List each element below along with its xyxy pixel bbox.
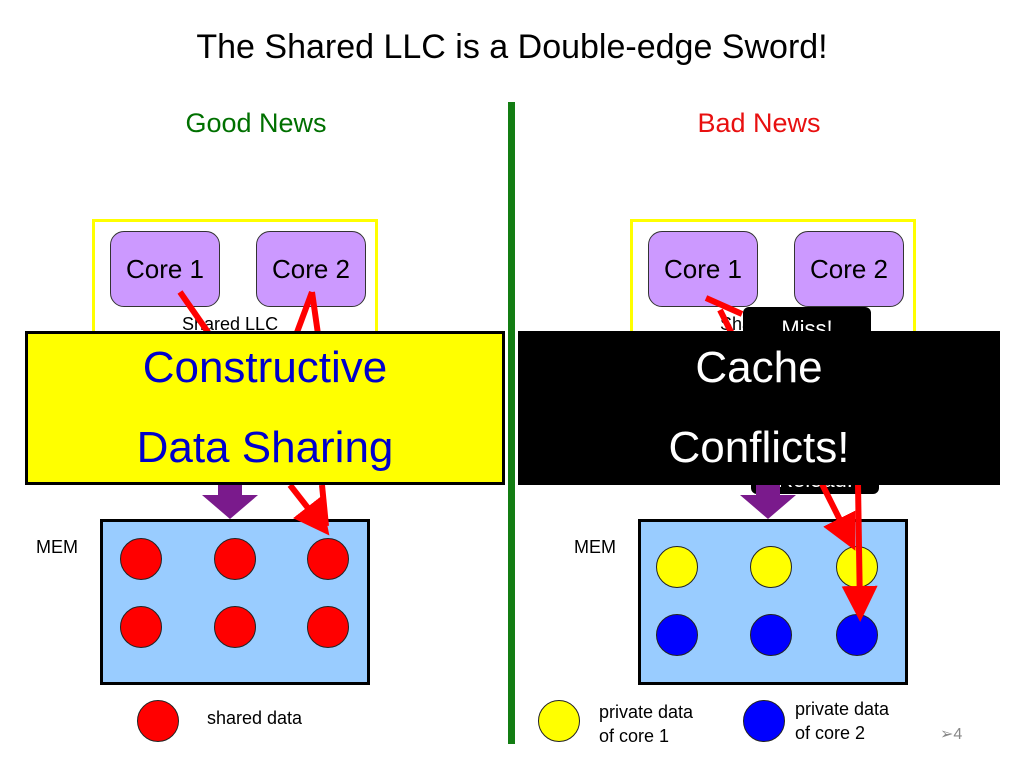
banner-line-2: Data Sharing xyxy=(136,423,394,472)
slide-title: The Shared LLC is a Double-edge Sword! xyxy=(196,28,828,66)
right-core-2: Core 2 xyxy=(794,231,904,307)
shared-data-dot xyxy=(307,538,349,580)
banner-line-2: Conflicts! xyxy=(668,423,850,472)
legend-private-core1-line2: of core 1 xyxy=(599,726,670,746)
right-arrows xyxy=(704,295,878,622)
legend-private-core2-icon xyxy=(743,700,785,742)
private-data-core2-dot xyxy=(750,614,792,656)
left-core-2-label: Core 2 xyxy=(271,253,351,284)
legend-private-core2-label: private data of core 2 xyxy=(795,697,889,745)
legend-private-core1-line1: private data xyxy=(599,702,694,722)
legend-shared-data-label: shared data xyxy=(207,708,303,728)
left-arrows xyxy=(177,290,330,536)
cache-conflicts-banner: Cache Conflicts! xyxy=(518,331,1000,485)
bad-news-heading: Bad News xyxy=(697,108,821,138)
core2-access-arrow-2 xyxy=(309,291,321,335)
legend-shared-data-icon xyxy=(137,700,179,742)
right-down-arrow-icon xyxy=(740,485,796,519)
page-number-value: 4 xyxy=(953,726,963,743)
mem-access-arrow-2 xyxy=(319,484,329,527)
right-core-1: Core 1 xyxy=(648,231,758,307)
core1-access-arrow xyxy=(704,295,744,317)
left-mem-label: MEM xyxy=(36,537,78,557)
conflict-arrow-1 xyxy=(819,482,856,551)
conflict-arrow-2 xyxy=(841,483,878,622)
page-number: ➢4 xyxy=(940,724,962,744)
shared-data-dot xyxy=(214,606,256,648)
core2-access-arrow xyxy=(293,290,315,337)
private-data-core1-dot xyxy=(656,546,698,588)
left-down-arrow-icon xyxy=(202,485,258,519)
left-core-2: Core 2 xyxy=(256,231,366,307)
left-core-1-label: Core 1 xyxy=(125,253,205,284)
mem-access-arrow xyxy=(287,483,330,536)
banner-line-1: Constructive xyxy=(142,343,388,392)
legend-private-core2-line1: private data xyxy=(795,699,890,719)
shared-data-dot xyxy=(120,606,162,648)
private-data-core2-dot xyxy=(656,614,698,656)
legend-private-core2-line2: of core 2 xyxy=(795,723,866,743)
good-news-heading: Good News xyxy=(185,108,327,138)
right-mem-label: MEM xyxy=(574,537,616,557)
shared-data-dot xyxy=(307,606,349,648)
right-core-2-label: Core 2 xyxy=(809,253,889,284)
left-core-1: Core 1 xyxy=(110,231,220,307)
page-marker-icon: ➢ xyxy=(940,726,954,743)
shared-data-dot xyxy=(214,538,256,580)
core1-access-arrow-2 xyxy=(717,308,735,336)
core1-access-arrow xyxy=(177,290,215,340)
right-core-1-label: Core 1 xyxy=(663,253,743,284)
center-divider xyxy=(508,102,515,744)
private-data-core1-dot xyxy=(750,546,792,588)
banner-line-1: Cache xyxy=(695,343,823,392)
constructive-sharing-banner: Constructive Data Sharing xyxy=(25,331,505,485)
shared-data-dot xyxy=(120,538,162,580)
legend-private-core1-label: private data of core 1 xyxy=(599,700,693,748)
legend-private-core1-icon xyxy=(538,700,580,742)
